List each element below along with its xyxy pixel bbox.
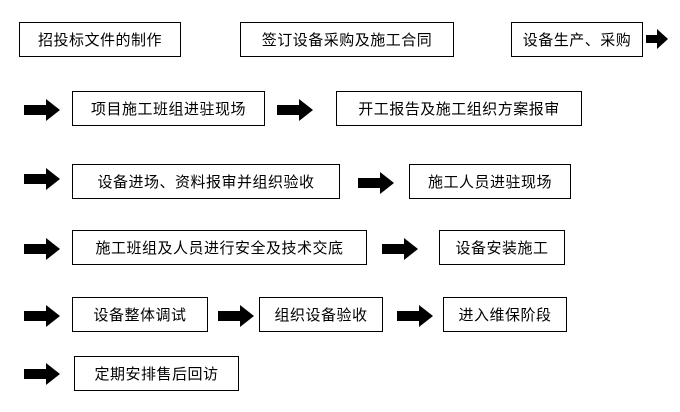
- flow-arrow-icon: [218, 305, 254, 327]
- step-maintenance-phase: 进入维保阶段: [443, 297, 567, 332]
- step-sign-contract: 签订设备采购及施工合同: [240, 22, 454, 57]
- flow-arrow-icon: [646, 29, 668, 49]
- step-start-report-approval: 开工报告及施工组织方案报审: [336, 91, 582, 126]
- step-equipment-entry-acceptance: 设备进场、资料报审并组织验收: [72, 164, 340, 199]
- step-equipment-production: 设备生产、采购: [511, 22, 643, 57]
- step-equipment-acceptance: 组织设备验收: [259, 297, 383, 332]
- flow-arrow-icon: [382, 238, 418, 260]
- step-team-on-site: 项目施工班组进驻现场: [72, 91, 265, 126]
- step-overall-commissioning: 设备整体调试: [72, 297, 208, 332]
- step-after-sales-visit: 定期安排售后回访: [74, 356, 239, 391]
- flow-arrow-icon: [24, 238, 60, 260]
- flow-arrow-icon: [24, 168, 60, 190]
- flow-arrow-icon: [24, 305, 60, 327]
- flow-arrow-icon: [397, 305, 433, 327]
- step-bidding-documents: 招投标文件的制作: [19, 22, 181, 57]
- flow-arrow-icon: [24, 99, 60, 121]
- flow-arrow-icon: [24, 363, 60, 385]
- step-workers-on-site: 施工人员进驻现场: [409, 164, 571, 199]
- step-equipment-installation: 设备安装施工: [439, 230, 565, 265]
- step-safety-briefing: 施工班组及人员进行安全及技术交底: [72, 230, 367, 265]
- flow-arrow-icon: [358, 172, 394, 194]
- flow-arrow-icon: [277, 99, 313, 121]
